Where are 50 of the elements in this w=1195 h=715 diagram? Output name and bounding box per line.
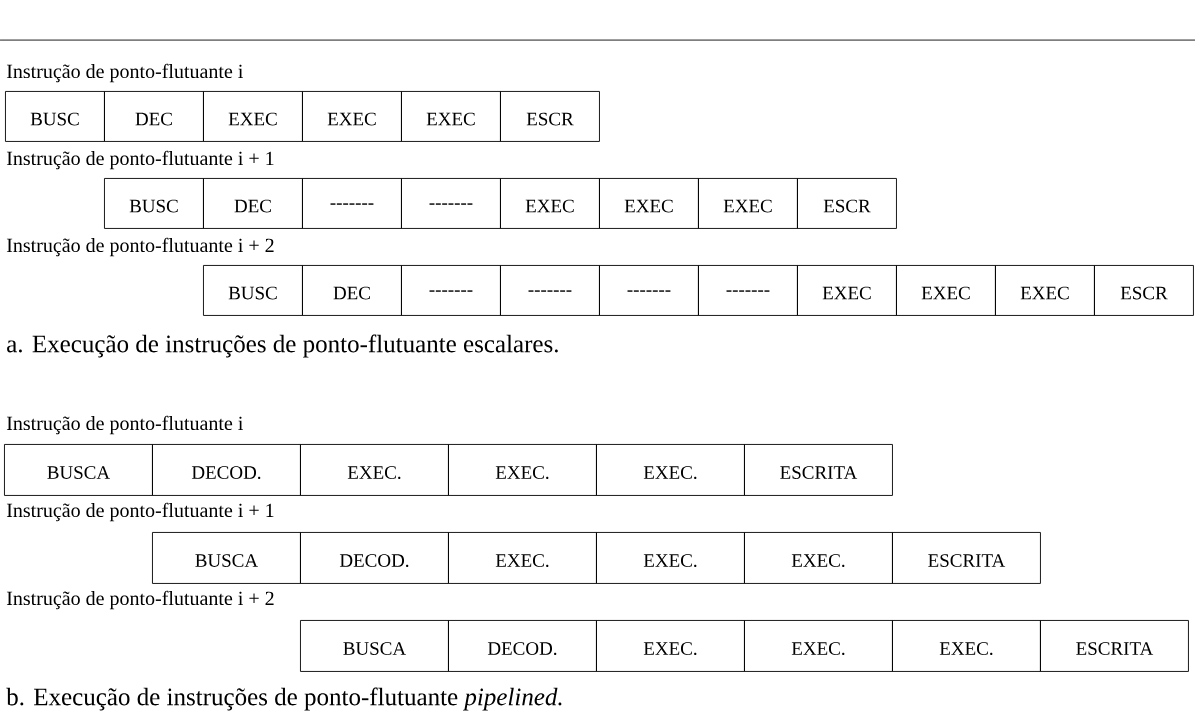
stage-cell: ESCRITA bbox=[1040, 620, 1189, 672]
row-heading: Instrução de ponto-flutuante i bbox=[6, 63, 243, 83]
stage-cell: EXEC bbox=[401, 91, 501, 142]
stage-cell: ------- bbox=[500, 265, 600, 316]
row-heading: Instrução de ponto-flutuante i + 2 bbox=[6, 590, 274, 610]
stage-cell: BUSCA bbox=[300, 620, 449, 672]
stage-cell: DECOD. bbox=[448, 620, 597, 672]
stage-cell: EXEC. bbox=[744, 620, 893, 672]
stage-cell: EXEC. bbox=[300, 444, 449, 496]
stage-cell: ------- bbox=[401, 265, 501, 316]
stage-cell: ------- bbox=[599, 265, 699, 316]
caption: a. Execução de instruções de ponto-flutuante escalares. bbox=[7, 334, 558, 358]
row-heading: Instrução de ponto-flutuante i bbox=[6, 415, 243, 435]
stage-cell: ------- bbox=[401, 178, 501, 229]
stage-cell: ESCR bbox=[797, 178, 897, 229]
stage-cell: ESCR bbox=[500, 91, 600, 142]
stage-cell: EXEC. bbox=[892, 620, 1041, 672]
stage-cell: BUSC bbox=[203, 265, 303, 316]
stage-cell: EXEC. bbox=[744, 532, 893, 584]
stage-cell: EXEC. bbox=[596, 444, 745, 496]
stage-cell: BUSCA bbox=[152, 532, 301, 584]
row-heading: Instrução de ponto-flutuante i + 1 bbox=[6, 502, 274, 522]
stage-cell: BUSC bbox=[104, 178, 204, 229]
stage-cell: DECOD. bbox=[300, 532, 449, 584]
stage-cell: EXEC bbox=[995, 265, 1095, 316]
stage-cell: DEC bbox=[203, 178, 303, 229]
caption: b. Execução de instruções de ponto-flutuante pipelined. bbox=[6, 687, 562, 711]
stage-cell: EXEC bbox=[302, 91, 402, 142]
stage-cell: DEC bbox=[104, 91, 204, 142]
stage-cell: EXEC bbox=[599, 178, 699, 229]
stage-cell: ESCR bbox=[1094, 265, 1194, 316]
stage-cell: EXEC bbox=[896, 265, 996, 316]
row-heading: Instrução de ponto-flutuante i + 2 bbox=[6, 237, 274, 257]
stage-cell: DECOD. bbox=[152, 444, 301, 496]
stage-cell: DEC bbox=[302, 265, 402, 316]
stage-cell: EXEC. bbox=[596, 532, 745, 584]
stage-cell: BUSCA bbox=[4, 444, 153, 496]
row-heading: Instrução de ponto-flutuante i + 1 bbox=[6, 150, 274, 170]
stage-cell: EXEC. bbox=[448, 532, 597, 584]
stage-cell: BUSC bbox=[5, 91, 105, 142]
stage-cell: EXEC bbox=[203, 91, 303, 142]
stage-cell: EXEC. bbox=[448, 444, 597, 496]
stage-cell: EXEC bbox=[797, 265, 897, 316]
stage-cell: ------- bbox=[302, 178, 402, 229]
stage-cell: ESCRITA bbox=[892, 532, 1041, 584]
stage-cell: ESCRITA bbox=[744, 444, 893, 496]
stage-cell: EXEC bbox=[698, 178, 798, 229]
stage-cell: EXEC bbox=[500, 178, 600, 229]
stage-cell: ------- bbox=[698, 265, 798, 316]
stage-cell: EXEC. bbox=[596, 620, 745, 672]
